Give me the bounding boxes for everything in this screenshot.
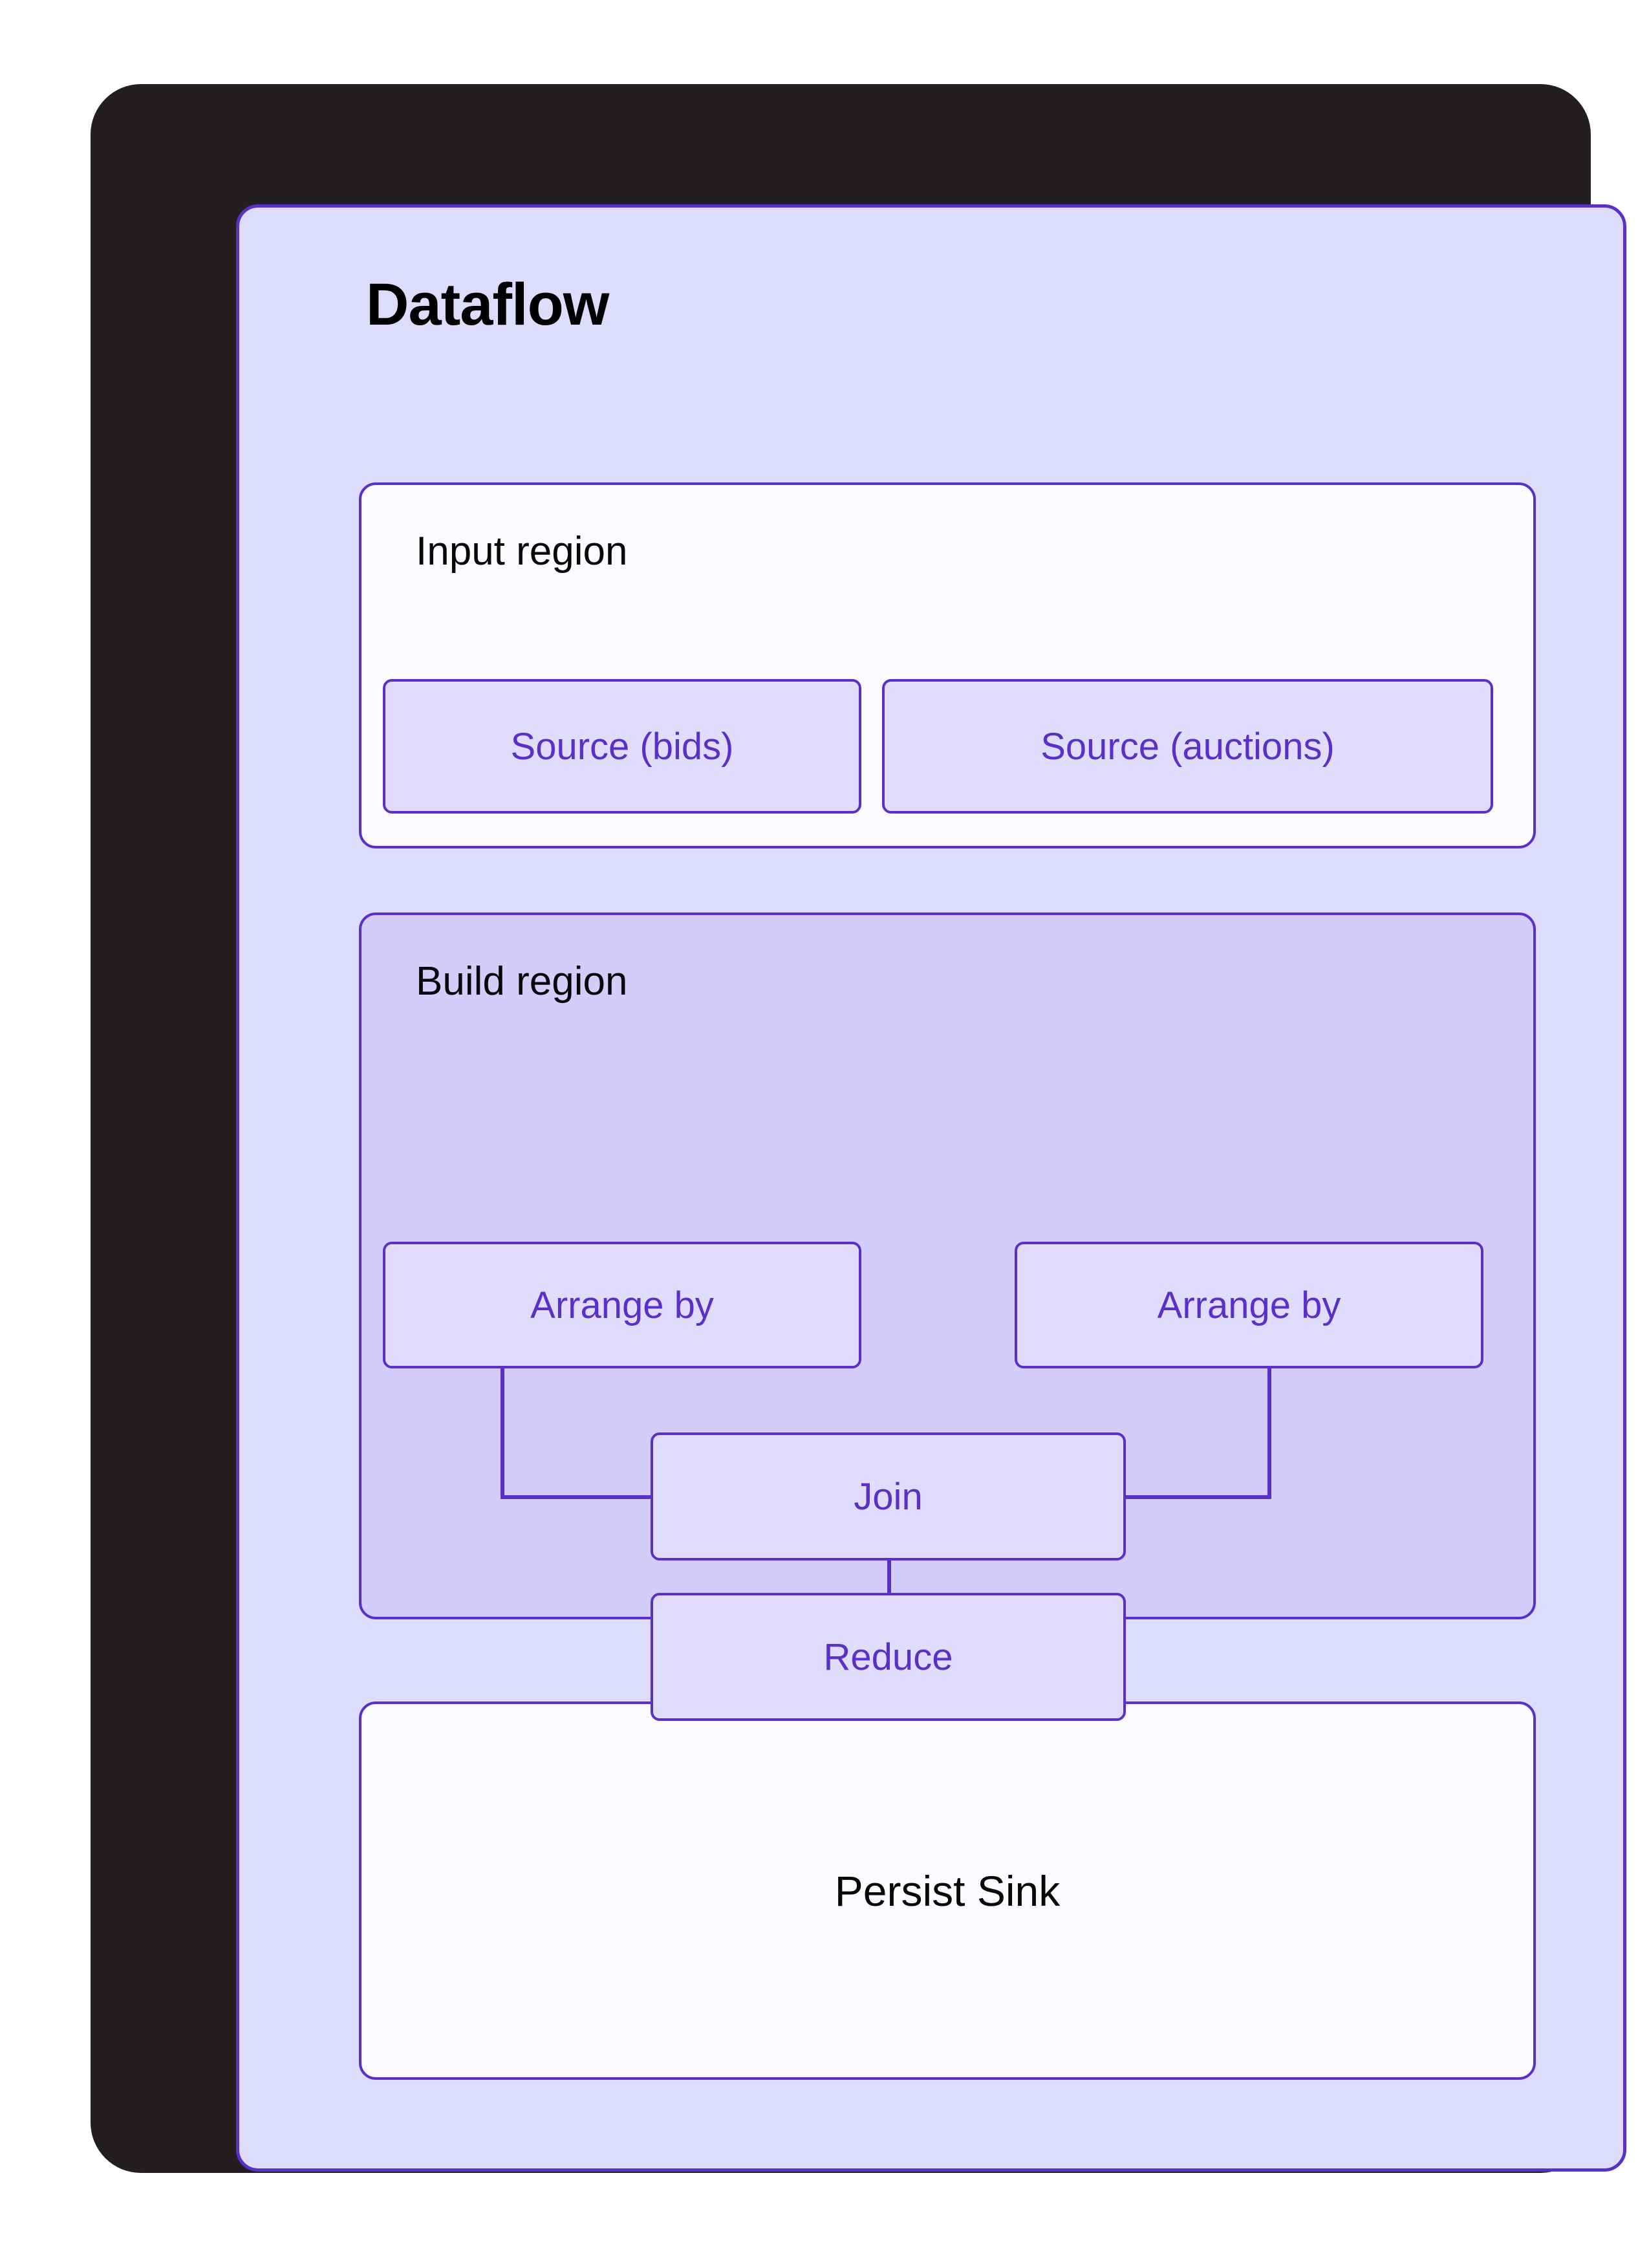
- device-frame: Dataflow Input region Source (bids) Sour…: [91, 84, 1626, 2173]
- node-join[interactable]: Join: [651, 1432, 1126, 1561]
- node-source-bids[interactable]: Source (bids): [383, 679, 861, 814]
- node-arrange-by-right[interactable]: Arrange by: [1015, 1242, 1483, 1368]
- edge-arrange-left-to-join: [501, 1368, 651, 1499]
- node-source-auctions[interactable]: Source (auctions): [882, 679, 1493, 814]
- build-region-title: Build region: [416, 959, 628, 1004]
- persist-sink-region: Persist Sink: [359, 1701, 1536, 2080]
- edge-arrange-right-to-join: [1126, 1368, 1271, 1499]
- input-region-title: Input region: [416, 529, 628, 574]
- node-reduce[interactable]: Reduce: [651, 1593, 1126, 1721]
- node-arrange-by-left[interactable]: Arrange by: [383, 1242, 861, 1368]
- page-title: Dataflow: [366, 272, 609, 338]
- persist-sink-label: Persist Sink: [834, 1866, 1061, 1915]
- dataflow-panel: Dataflow Input region Source (bids) Sour…: [236, 204, 1626, 2172]
- build-region: Build region Arrange by Arrange by Join …: [359, 913, 1536, 1721]
- input-region: Input region Source (bids) Source (aucti…: [359, 482, 1536, 848]
